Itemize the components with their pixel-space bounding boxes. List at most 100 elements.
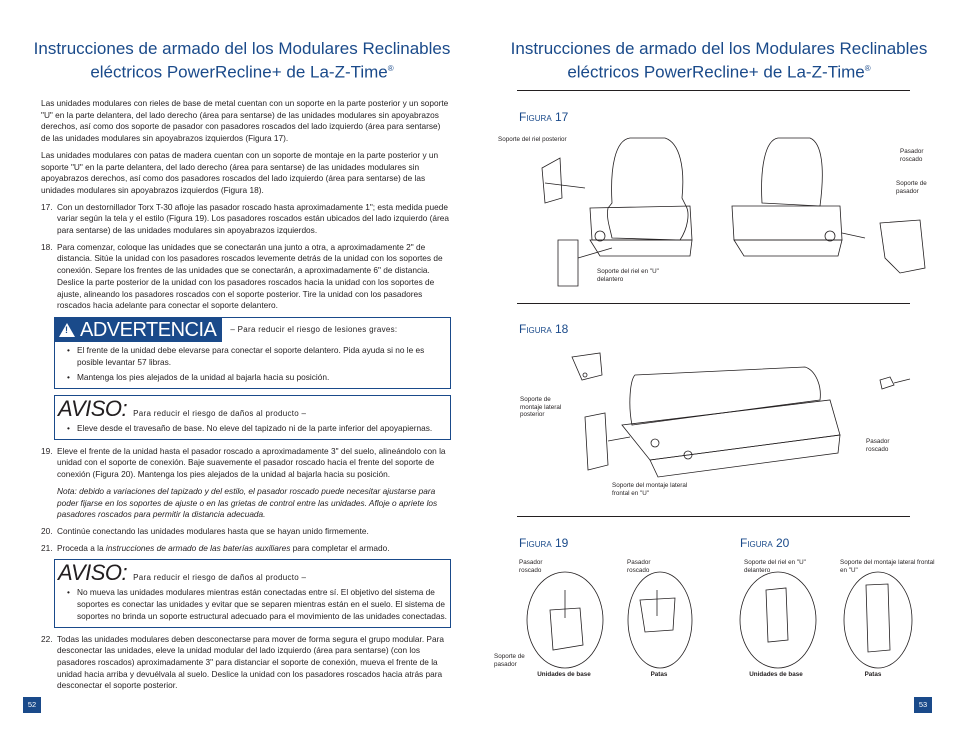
- fig20-u-rail-bracket: [765, 587, 789, 643]
- fig19-label-base-units: Unidades de base: [537, 671, 591, 678]
- warning-triangle-icon: [59, 322, 75, 337]
- fig18-threaded-pin-detail: [879, 376, 895, 390]
- step-17-text: Con un destornillador Torx T-30 afloje l…: [57, 201, 450, 236]
- fig18-side-bracket-detail: [584, 412, 609, 471]
- left-title-line2: eléctricos PowerRecline+ de La-Z-Time: [90, 62, 388, 82]
- fig17-front-bracket-detail: [557, 239, 579, 287]
- step-19: 19. Eleve el frente de la unidad hasta e…: [41, 446, 451, 481]
- aviso-header-2: AVISO: Para reducir el riesgo de daños a…: [55, 560, 450, 584]
- fig17-right-caster: [824, 230, 836, 242]
- figure-17-illustration: [541, 137, 926, 287]
- step-21-text: Proceda a la instrucciones de armado de …: [57, 543, 451, 555]
- fig18-bracket-hole: [582, 372, 588, 378]
- fig19-detail-circle-2: [627, 571, 693, 669]
- fig17-rear-bracket-detail: [541, 157, 563, 204]
- fig20-detail-circle-2: [843, 571, 913, 669]
- fig19-detail-circle-1: [526, 571, 604, 669]
- step-18-number: 18.: [41, 241, 53, 252]
- fig17-left-caster: [594, 230, 606, 242]
- warning-label: ADVERTENCIA: [55, 317, 223, 342]
- fig18-pin-shaft: [893, 378, 911, 384]
- aviso-box-2: AVISO: Para reducir el riesgo de daños a…: [54, 559, 451, 628]
- aviso-header-1: AVISO: Para reducir el riesgo de daños a…: [55, 396, 450, 420]
- step-20-text: Continúe conectando las unidades modular…: [57, 525, 369, 536]
- fig18-caster: [683, 450, 693, 460]
- left-title-line1: Instrucciones de armado del los Modulare…: [33, 39, 451, 58]
- figure-17-title: Figura 17: [519, 110, 569, 124]
- warning-header: ADVERTENCIA – Para reducir el riesgo de …: [55, 317, 450, 342]
- warning-list: El frente de la unidad debe elevarse par…: [55, 345, 450, 384]
- step-18-text: Para comenzar, coloque las unidades que …: [57, 241, 443, 311]
- step-22-text: Todas las unidades modulares deben desco…: [57, 633, 444, 691]
- fig17-left-chair-seat: [589, 205, 693, 241]
- aviso-title-1: AVISO:: [58, 396, 128, 422]
- fig17-label-front-u-rail: Soporte del riel en "U" delantero: [597, 268, 659, 283]
- fig18-label-rear-side-mount: Soporte de montaje lateral posterior: [520, 396, 562, 418]
- fig17-pointer-1: [544, 182, 586, 189]
- warning-subtitle: – Para reducir el riesgo de lesiones gra…: [230, 325, 398, 335]
- aviso-subtitle-1: Para reducir el riesgo de daños al produ…: [133, 409, 307, 419]
- fig17-label-rear-rail: Soporte del riel posterior: [498, 136, 567, 143]
- aviso-list-2: No mueva las unidades modulares mientras…: [55, 587, 450, 622]
- step-21-text-a: Proceda a la: [57, 542, 106, 553]
- fig20-label-base-units: Unidades de base: [749, 671, 803, 678]
- warning-title: ADVERTENCIA: [80, 318, 217, 341]
- step-21-text-c: para completar el armado.: [290, 542, 390, 553]
- step-20-number: 20.: [41, 525, 53, 536]
- right-title-reg: ®: [864, 64, 871, 73]
- figure-18-illustration: [571, 352, 911, 478]
- fig17-left-chair-back: [607, 137, 689, 241]
- fig19-label-legs: Patas: [650, 671, 668, 678]
- fig18-pointer-1: [607, 436, 631, 442]
- left-title-reg: ®: [387, 64, 394, 73]
- right-page-title: Instrucciones de armado del los Modulare…: [499, 39, 939, 83]
- fig18-loveseat-seat: [621, 399, 841, 461]
- warning-item: El frente de la unidad debe elevarse par…: [67, 345, 450, 368]
- right-page: Instrucciones de armado del los Modulare…: [477, 0, 954, 738]
- step-19-text: Eleve el frente de la unidad hasta el pa…: [57, 445, 446, 480]
- page-number-right: 53: [914, 697, 932, 713]
- aviso-box-1: AVISO: Para reducir el riesgo de daños a…: [54, 395, 451, 440]
- figure-20-illustration: [739, 571, 913, 669]
- right-title-line1: Instrucciones de armado del los Modulare…: [510, 39, 928, 58]
- step-19-note: Nota: debido a variaciones del tapizado …: [57, 485, 438, 520]
- fig17-left-chair-base: [589, 239, 693, 257]
- fig18-pin-left: [650, 438, 660, 448]
- fig17-right-chair-base: [733, 239, 843, 257]
- warning-item: Mantenga los pies alejados de la unidad …: [67, 372, 450, 384]
- aviso-subtitle-2: Para reducir el riesgo de daños al produ…: [133, 573, 307, 583]
- fig17-pointer-3: [841, 232, 866, 239]
- fig18-top-bracket-detail: [571, 352, 603, 381]
- fig17-label-threaded-pin: Pasador roscado: [900, 148, 924, 163]
- battery-instructions-reference: instrucciones de armado de las baterías …: [105, 542, 291, 553]
- step-19-number: 19.: [41, 445, 53, 456]
- fig20-label-front-u-rail: Soporte del riel en "U" delantero: [744, 559, 806, 574]
- fig18-label-front-u-side-mount: Soporte del montaje lateral frontal en "…: [612, 482, 688, 497]
- figure-20-title: Figura 20: [740, 536, 790, 550]
- fig19-label-threaded-pin-2: Pasador roscado: [627, 559, 651, 574]
- left-page: Instrucciones de armado del los Modulare…: [0, 0, 477, 738]
- fig17-pin-bracket-detail: [879, 219, 926, 274]
- fig18-loveseat-base: [649, 434, 841, 478]
- step-21: 21. Proceda a la instrucciones de armado…: [41, 543, 451, 555]
- step-22-number: 22.: [41, 633, 53, 644]
- fig20-side-mount-bracket: [865, 583, 891, 653]
- figure-19-illustration: [526, 571, 693, 669]
- fig17-right-chair-back: [761, 137, 823, 207]
- figure-18-title: Figura 18: [519, 322, 569, 336]
- step-17: 17. Con un destornillador Torx T-30 aflo…: [41, 202, 451, 237]
- aviso-item: Eleve desde el travesaño de base. No ele…: [67, 423, 450, 435]
- fig17-label-pin-bracket: Soporte de pasador: [896, 180, 927, 195]
- fig19-leg-bracket: [639, 597, 676, 633]
- fig20-label-legs: Patas: [864, 671, 882, 678]
- fig18-label-threaded-pin: Pasador roscado: [866, 438, 890, 453]
- fig18-loveseat-back: [629, 366, 821, 426]
- page-number-left: 52: [23, 697, 41, 713]
- divider-top: [517, 90, 910, 91]
- step-21-number: 21.: [41, 542, 53, 553]
- aviso-title-2: AVISO:: [58, 560, 128, 586]
- aviso-list-1: Eleve desde el travesaño de base. No ele…: [55, 423, 450, 435]
- aviso-item: No mueva las unidades modulares mientras…: [67, 587, 450, 622]
- fig20-detail-circle-1: [739, 571, 817, 669]
- step-22: 22. Todas las unidades modulares deben d…: [41, 634, 451, 693]
